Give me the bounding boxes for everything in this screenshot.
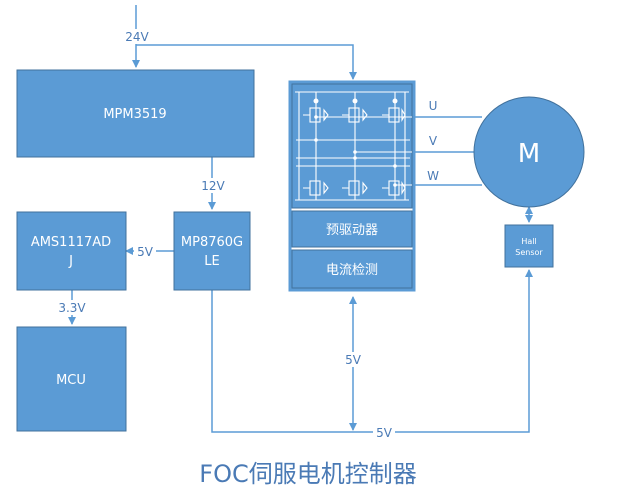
motor: M [473, 96, 585, 208]
block-ams1117: AMS1117AD J [16, 211, 127, 291]
wire-5v-bottom-bus [211, 269, 533, 433]
block-mp8760-label-1: MP8760G [181, 235, 243, 250]
label-5v-ams: 5V [137, 245, 154, 259]
label-phase-w: W [427, 169, 439, 183]
label-12v: 12V [201, 179, 225, 193]
block-ams1117-label-1: AMS1117AD [31, 235, 111, 250]
block-mpm3519: MPM3519 [16, 69, 255, 158]
block-mp8760-label-2: LE [204, 254, 219, 269]
label-5v-vertical: 5V [345, 353, 362, 367]
motor-label: M [518, 139, 540, 169]
label-24v: 24V [125, 30, 149, 44]
block-ams1117-label-2: J [68, 254, 73, 269]
label-phase-u: U [429, 99, 438, 113]
block-current-sense-label: 电流检测 [326, 263, 378, 278]
block-mcu-label: MCU [56, 373, 86, 388]
hall-label-2: Sensor [515, 248, 543, 257]
block-mpm3519-label: MPM3519 [103, 107, 166, 122]
block-predriver [291, 210, 413, 248]
label-3v3: 3.3V [58, 301, 86, 315]
wire-24v-to-inverter [136, 44, 357, 80]
block-hall-sensor: Hall Sensor [504, 224, 554, 268]
label-phase-v: V [429, 134, 438, 148]
label-5v-bottom: 5V [376, 426, 393, 440]
diagram-title: FOC伺服电机控制器 [199, 460, 416, 488]
block-mcu: MCU [16, 326, 127, 432]
block-predriver-label: 预驱动器 [326, 223, 378, 238]
inverter-bridge [291, 83, 413, 209]
block-mp8760: MP8760G LE [173, 211, 251, 291]
hall-label-1: Hall [521, 237, 536, 246]
inverter-bridge-schematic [295, 91, 412, 201]
inverter-module: 预驱动器 电流检测 [288, 80, 416, 292]
block-current-sense [291, 249, 413, 289]
